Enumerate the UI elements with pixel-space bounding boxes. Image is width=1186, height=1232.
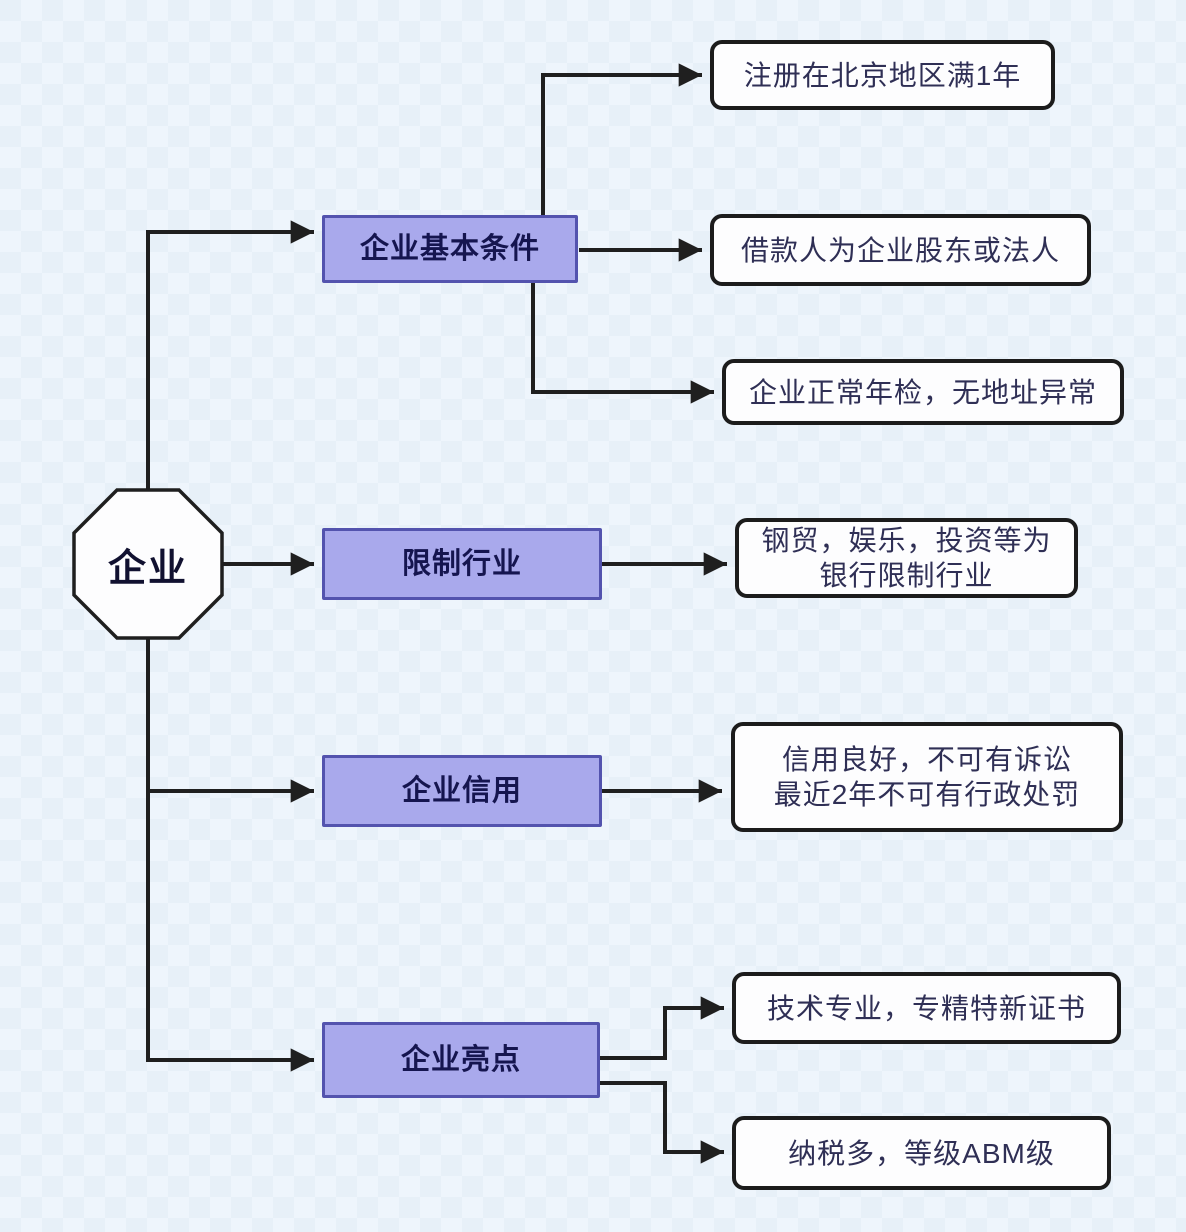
enterprise-octagon xyxy=(72,488,224,640)
root-node-label: 企业 xyxy=(107,547,188,590)
category-node-enterprise-credit: 企业信用 xyxy=(322,755,602,827)
connector-highlight-to-tech xyxy=(599,996,724,1060)
category-label: 企业亮点 xyxy=(400,1043,521,1076)
detail-node-registered-beijing: 注册在北京地区满1年 xyxy=(710,40,1055,110)
detail-line: 钢贸，娱乐，投资等为 xyxy=(761,525,1052,556)
detail-node-tech-certificates: 技术专业，专精特新证书 xyxy=(732,972,1121,1044)
category-node-enterprise-highlight: 企业亮点 xyxy=(322,1022,600,1098)
category-node-basic-conditions: 企业基本条件 xyxy=(322,215,578,283)
detail-line: 最近2年不可有行政处罚 xyxy=(773,779,1081,810)
detail-node-annual-inspection: 企业正常年检，无地址异常 xyxy=(722,359,1124,425)
detail-node-restricted-industries-list: 钢贸，娱乐，投资等为 银行限制行业 xyxy=(735,518,1078,598)
connector-highlight-to-tax xyxy=(599,1081,724,1164)
detail-node-good-credit: 信用良好，不可有诉讼 最近2年不可有行政处罚 xyxy=(731,722,1123,832)
detail-node-tax-rating: 纳税多，等级ABM级 xyxy=(732,1116,1111,1190)
detail-line: 纳税多，等级ABM级 xyxy=(788,1137,1055,1169)
connector-basic-to-registered xyxy=(541,63,702,218)
category-label: 企业信用 xyxy=(401,774,522,807)
detail-line: 银行限制行业 xyxy=(819,560,994,591)
category-node-restricted-industry: 限制行业 xyxy=(322,528,602,600)
connector-basic-to-inspection xyxy=(531,282,714,404)
category-label: 企业基本条件 xyxy=(359,232,540,265)
detail-line: 注册在北京地区满1年 xyxy=(743,59,1022,91)
category-label: 限制行业 xyxy=(401,547,522,580)
detail-line: 企业正常年检，无地址异常 xyxy=(748,376,1097,408)
detail-node-borrower-shareholder: 借款人为企业股东或法人 xyxy=(710,214,1091,286)
detail-line: 信用良好，不可有诉讼 xyxy=(781,744,1072,775)
detail-line: 技术专业，专精特新证书 xyxy=(766,992,1086,1024)
detail-line: 借款人为企业股东或法人 xyxy=(740,234,1060,266)
